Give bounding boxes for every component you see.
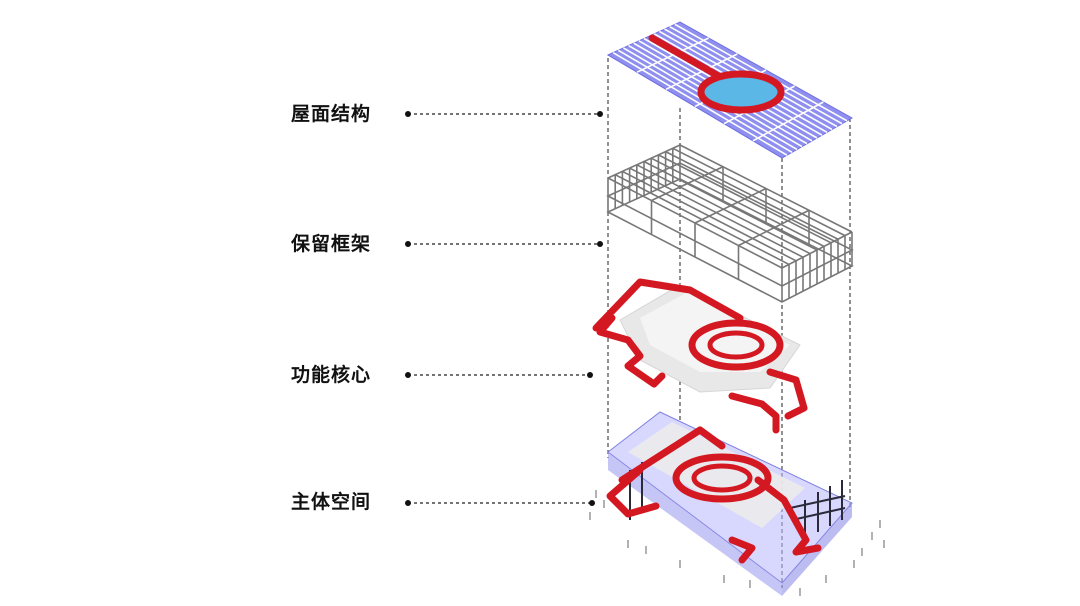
label-functional-core: 功能核心 <box>291 364 372 386</box>
red-ramp-left <box>596 314 666 388</box>
leader-dot-end <box>597 241 603 247</box>
red-ring-inner <box>691 463 753 493</box>
roof-structure-layer <box>606 21 854 159</box>
frame-beam <box>651 166 724 202</box>
red-ramp-2 <box>606 466 660 518</box>
red-ramp-3 <box>754 476 822 556</box>
leader-dot-start <box>405 500 411 506</box>
red-ring <box>688 319 784 371</box>
label-retained-frame: 保留框架 <box>291 233 372 255</box>
roof-red-elements <box>648 34 785 114</box>
leader-dot-start <box>405 372 411 378</box>
roof-grid-line <box>752 101 824 142</box>
frame-beam <box>694 187 767 224</box>
red-ring-inner <box>707 330 765 360</box>
label-roof-structure: 屋面结构 <box>291 103 372 125</box>
retained-frame-layer <box>606 144 854 303</box>
main-space-layer <box>589 411 885 596</box>
frame-line <box>791 507 846 521</box>
red-ring <box>672 453 772 503</box>
roof-grid-line <box>636 37 710 73</box>
frame-line <box>789 495 846 509</box>
red-ramp-right <box>766 368 808 420</box>
leader-lines <box>405 111 603 506</box>
red-stair <box>728 392 780 434</box>
red-ramp <box>618 426 726 484</box>
skylight-pool <box>697 70 785 114</box>
red-circulation <box>592 278 808 434</box>
roof-grid <box>612 23 848 156</box>
leader-dot-end <box>589 500 595 506</box>
column-stubs <box>589 490 885 596</box>
red-ramp-top <box>592 278 744 332</box>
functional-core-layer <box>592 278 808 434</box>
leader-dot-start <box>405 241 411 247</box>
roof-grid-line <box>665 53 738 91</box>
frame-beam <box>738 209 810 247</box>
leader-dot-start <box>405 111 411 117</box>
red-stair <box>728 536 756 564</box>
frame-ring-beam <box>606 178 854 303</box>
frame-ring-beam <box>606 162 854 287</box>
label-main-space: 主体空间 <box>291 491 372 513</box>
red-circulation <box>606 426 822 564</box>
leader-dot-end <box>597 111 603 117</box>
leader-dot-end <box>587 372 593 378</box>
